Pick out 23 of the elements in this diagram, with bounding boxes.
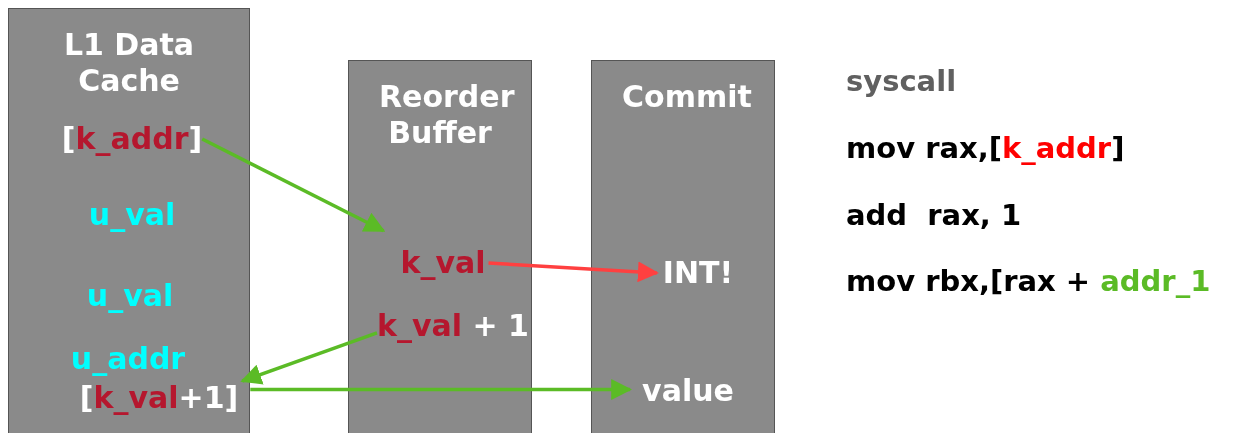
commit-entry: INT!: [662, 256, 734, 290]
arrow: [250, 379, 633, 400]
cache-entry: [k_addr]: [61, 122, 203, 156]
arrow: [201, 137, 386, 233]
cache-entry: [k_val+1]: [79, 381, 239, 415]
column-title: Commit: [621, 79, 753, 115]
instruction-line: mov rbx,[rax + addr_1: [846, 264, 1211, 298]
syscall-text: syscall: [846, 64, 957, 98]
commit-entry: value: [642, 374, 734, 408]
commit-column-panel: [591, 60, 775, 433]
cache-column-panel: [8, 8, 250, 433]
buffer-entry: k_val + 1: [377, 309, 529, 343]
arrow: [488, 261, 659, 283]
column-title: L1 Data Cache: [62, 27, 196, 99]
arrow: [240, 331, 378, 385]
instruction-line: add rax, 1: [846, 198, 1022, 232]
cache-entry: u_addr: [70, 342, 186, 376]
instruction-line: mov rax,[k_addr]: [846, 131, 1125, 165]
buffer-entry: k_val: [400, 246, 486, 280]
buffer-column-panel: [348, 60, 532, 433]
cache-entry: u_val: [88, 198, 176, 232]
cache-entry: u_val: [86, 279, 174, 313]
column-title: Reorder Buffer: [378, 79, 516, 151]
